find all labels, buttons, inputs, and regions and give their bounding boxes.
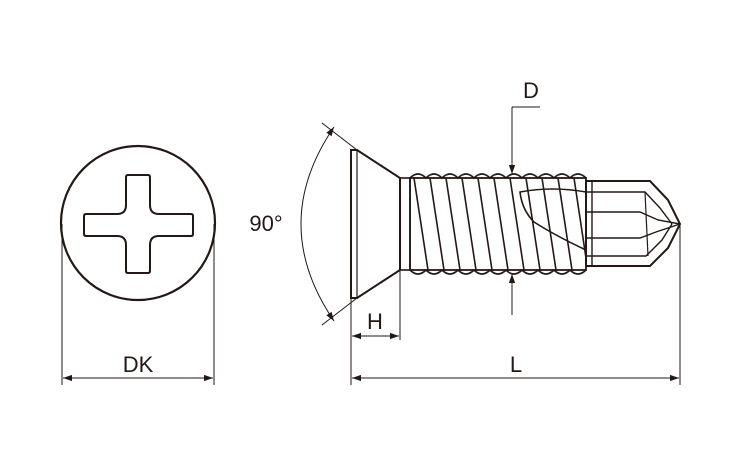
thread-lines bbox=[413, 177, 587, 271]
angle-arc bbox=[300, 126, 335, 322]
angle-extension-top bbox=[321, 122, 358, 151]
flute-cut bbox=[519, 188, 587, 252]
h-dimension: H bbox=[350, 270, 401, 385]
head-outline bbox=[59, 144, 217, 302]
h-label: H bbox=[367, 309, 383, 334]
dk-dimension: DK bbox=[61, 224, 215, 385]
countersunk-head bbox=[350, 149, 401, 299]
drill-point bbox=[585, 180, 682, 267]
drill-point-outline bbox=[585, 180, 682, 267]
phillips-cross-recess bbox=[83, 174, 194, 274]
l-label: L bbox=[510, 352, 522, 377]
thread-crests-bottom bbox=[409, 268, 587, 275]
angle-dimension: 90° bbox=[249, 122, 358, 326]
d-label: D bbox=[523, 78, 539, 103]
angle-label: 90° bbox=[249, 211, 282, 236]
thread-crests-top bbox=[409, 173, 587, 180]
dk-label: DK bbox=[123, 352, 154, 377]
d-dimension: D bbox=[508, 78, 540, 315]
threaded-section bbox=[409, 173, 587, 275]
head-top-view bbox=[59, 144, 217, 302]
angle-extension-bottom bbox=[321, 297, 358, 326]
shank bbox=[399, 177, 411, 271]
l-dimension: L bbox=[352, 224, 681, 385]
